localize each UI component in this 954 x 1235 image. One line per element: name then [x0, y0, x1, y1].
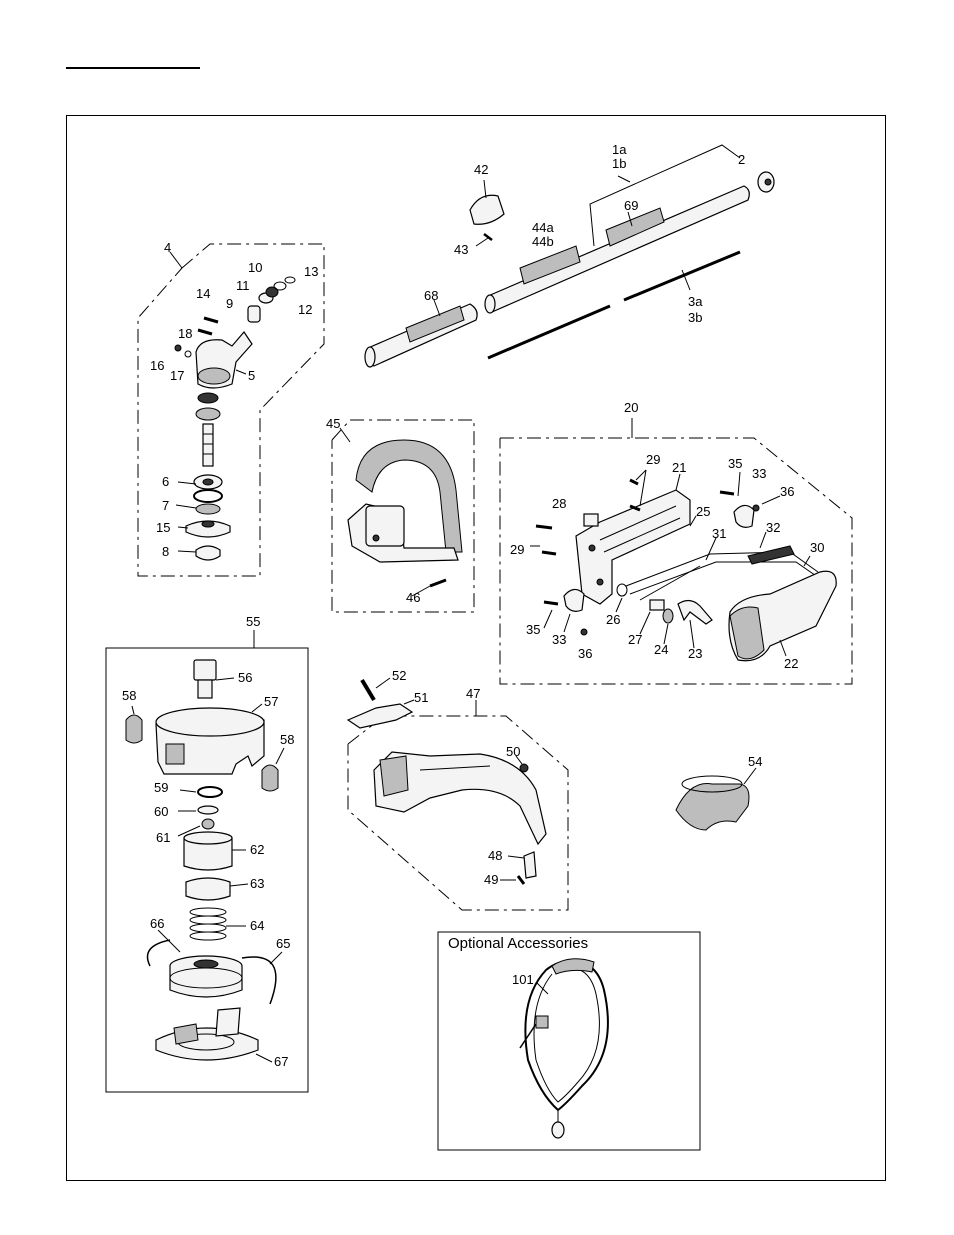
- bracket-51: [348, 704, 412, 728]
- label-13: 13: [304, 264, 318, 279]
- guard-group: [348, 678, 568, 910]
- label-56: 56: [238, 670, 252, 685]
- label-60: 60: [154, 804, 168, 819]
- label-26: 26: [606, 612, 620, 627]
- clamp-42: [470, 195, 504, 224]
- label-22: 22: [784, 656, 798, 671]
- shaft-group: [365, 145, 774, 367]
- label-31: 31: [712, 526, 726, 541]
- part-labels: 1a 1b 2 3a 3b 4 5 6 7 8 9 10 11 12 13 14…: [122, 142, 824, 1069]
- label-36-bottom: 36: [578, 646, 592, 661]
- label-66: 66: [150, 916, 164, 931]
- base-67: [156, 1028, 258, 1060]
- label-12: 12: [298, 302, 312, 317]
- eyelet-58-right: [262, 765, 278, 791]
- label-15: 15: [156, 520, 170, 535]
- eyelet-58-left: [126, 715, 142, 743]
- label-3b: 3b: [688, 310, 702, 325]
- label-7: 7: [162, 498, 169, 513]
- label-11: 11: [236, 278, 250, 293]
- label-28: 28: [552, 496, 566, 511]
- goggles-group: [676, 768, 756, 830]
- label-69: 69: [624, 198, 638, 213]
- handle-clamp: [366, 506, 404, 546]
- label-14: 14: [196, 286, 210, 301]
- adapter-56: [194, 660, 216, 680]
- label-8: 8: [162, 544, 169, 559]
- label-51: 51: [414, 690, 428, 705]
- label-42: 42: [474, 162, 488, 177]
- accessories-title: Optional Accessories: [448, 935, 588, 952]
- label-43: 43: [454, 242, 468, 257]
- label-67: 67: [274, 1054, 288, 1069]
- label-32: 32: [766, 520, 780, 535]
- label-5: 5: [248, 368, 255, 383]
- label-29-left: 29: [510, 542, 524, 557]
- label-101: 101: [512, 972, 534, 987]
- clamp-33-right: [734, 505, 754, 527]
- label-59: 59: [154, 780, 168, 795]
- spindle-shaft: [203, 424, 213, 466]
- label-44b: 44b: [532, 234, 554, 249]
- label-52: 52: [392, 668, 406, 683]
- label-58-right: 58: [280, 732, 294, 747]
- clamp-33-left: [564, 589, 584, 611]
- label-20: 20: [624, 400, 638, 415]
- label-30: 30: [810, 540, 824, 555]
- label-35-top: 35: [728, 456, 742, 471]
- label-65: 65: [276, 936, 290, 951]
- label-9: 9: [226, 296, 233, 311]
- label-57: 57: [264, 694, 278, 709]
- label-4: 4: [164, 240, 171, 255]
- label-54: 54: [748, 754, 762, 769]
- goggles-54: [676, 784, 749, 830]
- label-33-top: 33: [752, 466, 766, 481]
- label-29-top: 29: [646, 452, 660, 467]
- label-16: 16: [150, 358, 164, 373]
- handle-group: [332, 420, 474, 612]
- label-58-left: 58: [122, 688, 136, 703]
- label-55: 55: [246, 614, 260, 629]
- label-1b: 1b: [612, 156, 626, 171]
- shaft-tube-upper: [486, 186, 750, 312]
- label-35-bottom: 35: [526, 622, 540, 637]
- label-18: 18: [178, 326, 192, 341]
- ratchet-63: [186, 878, 230, 900]
- accessories-box: [438, 932, 700, 1150]
- label-44a: 44a: [532, 220, 554, 235]
- label-61: 61: [156, 830, 170, 845]
- cutter-48: [524, 852, 536, 878]
- label-36-top: 36: [780, 484, 794, 499]
- label-10: 10: [248, 260, 262, 275]
- label-17: 17: [170, 368, 184, 383]
- trimmer-line-65: [148, 940, 171, 966]
- label-2: 2: [738, 152, 745, 167]
- label-27: 27: [628, 632, 642, 647]
- label-24: 24: [654, 642, 668, 657]
- label-3a: 3a: [688, 294, 703, 309]
- label-45: 45: [326, 416, 340, 431]
- label-63: 63: [250, 876, 264, 891]
- label-68: 68: [424, 288, 438, 303]
- label-47: 47: [466, 686, 480, 701]
- label-62: 62: [250, 842, 264, 857]
- label-33-bottom: 33: [552, 632, 566, 647]
- label-50: 50: [506, 744, 520, 759]
- label-49: 49: [484, 872, 498, 887]
- label-21: 21: [672, 460, 686, 475]
- label-25: 25: [696, 504, 710, 519]
- label-48: 48: [488, 848, 502, 863]
- label-64: 64: [250, 918, 264, 933]
- label-6: 6: [162, 474, 169, 489]
- label-46: 46: [406, 590, 420, 605]
- label-23: 23: [688, 646, 702, 661]
- label-1a: 1a: [612, 142, 627, 157]
